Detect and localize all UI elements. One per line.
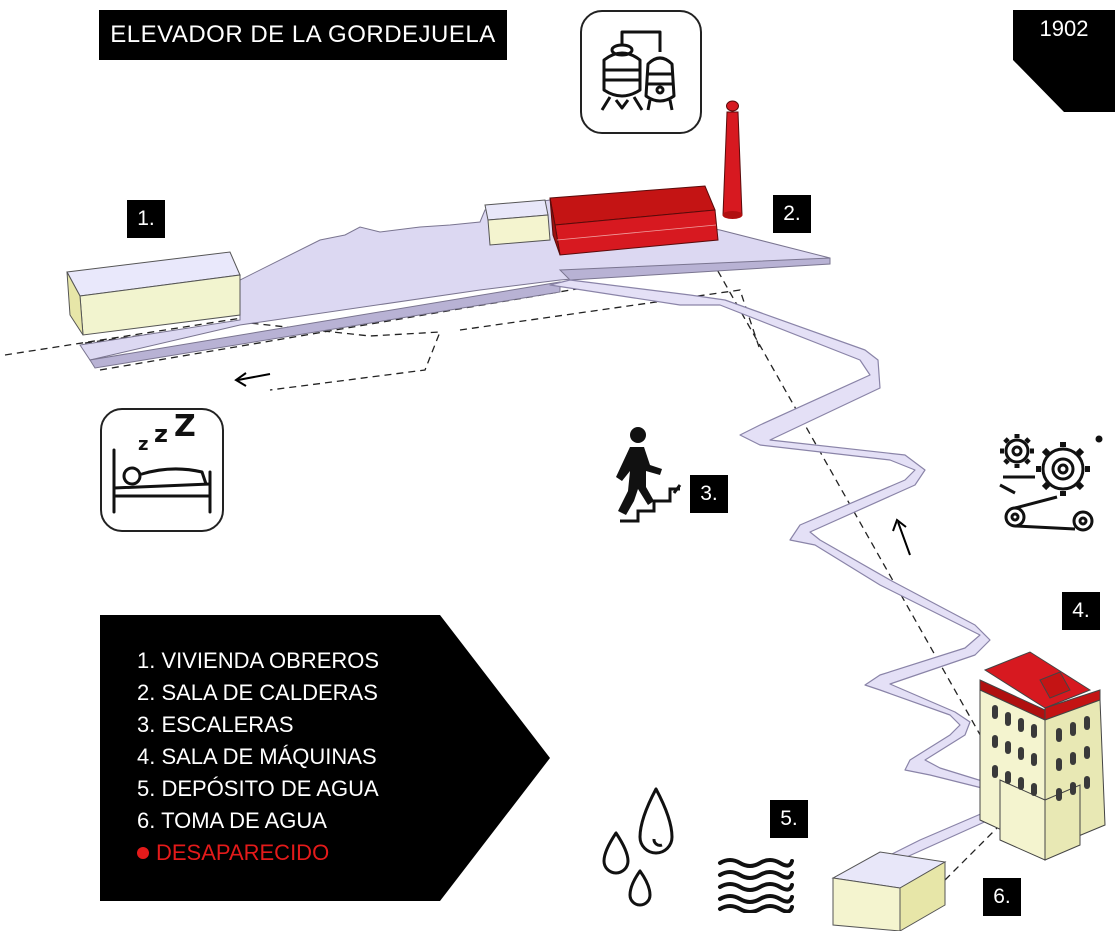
legend-item: 6. TOMA DE AGUA — [137, 808, 327, 833]
building-toma-agua — [831, 851, 947, 931]
label-1: 1. — [127, 200, 165, 238]
building-annex — [484, 199, 551, 246]
water-drops-icon — [602, 787, 674, 907]
staircase-path — [549, 279, 1006, 861]
gears-machinery-icon — [999, 434, 1103, 532]
svg-text:z: z — [154, 420, 168, 448]
label-5: 5. — [770, 800, 808, 838]
chimney — [722, 100, 743, 219]
legend: 1. VIVIENDA OBREROS 2. SALA DE CALDERAS … — [137, 645, 379, 869]
water-waves-icon — [718, 858, 794, 913]
diagram-title: ELEVADOR DE LA GORDEJUELA — [99, 10, 507, 60]
legend-item: 5. DEPÓSITO DE AGUA — [137, 776, 379, 801]
bed-icon-box: z z Z — [100, 408, 224, 532]
year-label: 1902 — [1039, 16, 1089, 41]
legend-item: 1. VIVIENDA OBREROS — [137, 648, 380, 673]
building-sala-maquinas — [979, 651, 1106, 861]
label-3: 3. — [690, 475, 728, 513]
sleeping-bed-icon: z z Z — [112, 409, 212, 514]
boiler-icon-box — [580, 10, 702, 134]
legend-background — [100, 615, 550, 901]
legend-item: 3. ESCALERAS — [137, 712, 294, 737]
legend-missing-label: DESAPARECIDO — [156, 840, 330, 865]
label-2: 2. — [773, 195, 811, 233]
boiler-icon — [600, 30, 676, 111]
legend-item-missing: DESAPARECIDO — [137, 837, 379, 869]
red-dot-icon — [137, 847, 149, 859]
svg-text:Z: Z — [174, 410, 196, 444]
legend-item: 4. SALA DE MÁQUINAS — [137, 744, 377, 769]
year-badge-shape — [1013, 10, 1115, 112]
building-vivienda-obreros — [66, 251, 241, 336]
legend-item: 2. SALA DE CALDERAS — [137, 680, 378, 705]
building-sala-calderas — [549, 185, 719, 256]
direction-arrow-icon — [234, 372, 911, 556]
svg-text:z: z — [138, 434, 148, 455]
label-6: 6. — [983, 878, 1021, 916]
label-4: 4. — [1062, 592, 1100, 630]
stairs-walker-icon — [616, 427, 682, 523]
